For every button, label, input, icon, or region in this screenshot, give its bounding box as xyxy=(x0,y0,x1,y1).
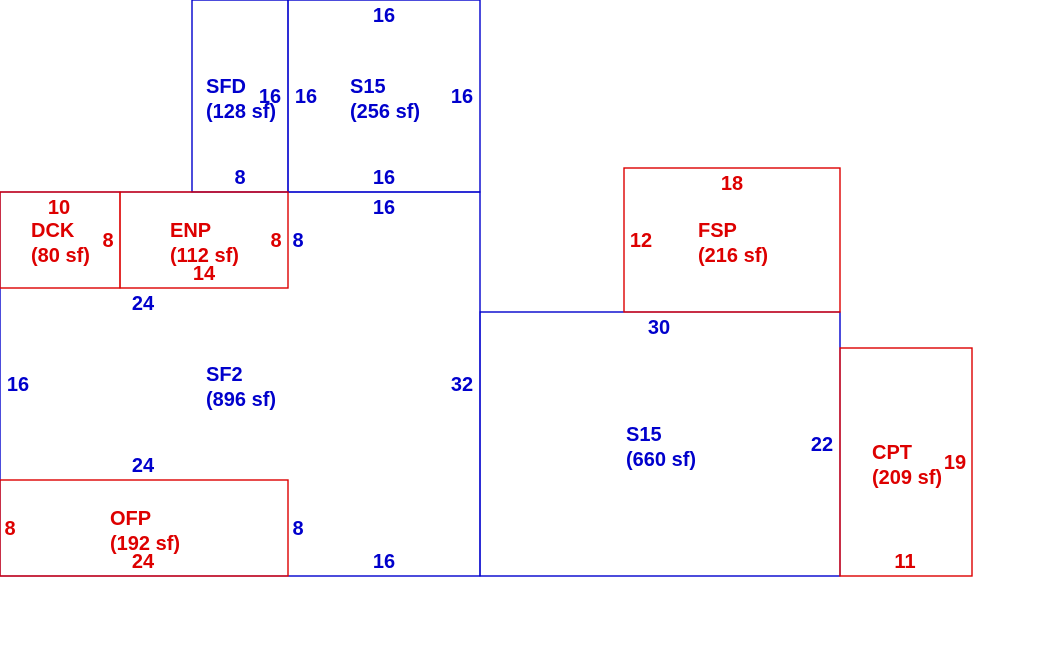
s15-top-area-label: (256 sf) xyxy=(350,101,420,123)
enp-bottom-dimension: 14 xyxy=(193,263,216,285)
dck-right-dimension: 8 xyxy=(102,230,113,252)
fsp-code-label: FSP xyxy=(698,220,737,242)
sf2-inner-bottom-dimension: 24 xyxy=(132,455,155,477)
s15-right-top-dimension: 30 xyxy=(648,317,670,339)
dck-top-dimension: 10 xyxy=(48,197,70,219)
sfd-area-label: (128 sf) xyxy=(206,101,276,123)
cpt-outline xyxy=(839,347,973,577)
s15-right-code-label: S15 xyxy=(626,424,662,446)
enp-outline xyxy=(119,191,289,289)
sf2-right-dimension: 32 xyxy=(451,374,473,396)
ofp-area-label: (192 sf) xyxy=(110,533,180,555)
sf2-top-dimension: 16 xyxy=(373,197,395,219)
sf2-code-label: SF2 xyxy=(206,364,243,386)
ofp-code-label: OFP xyxy=(110,508,151,530)
s15-right-area-label: (660 sf) xyxy=(626,449,696,471)
fsp-area-label: (216 sf) xyxy=(698,245,768,267)
fsp-left-dimension: 12 xyxy=(630,230,652,252)
sf2-upper-right-side-dimension: 8 xyxy=(292,230,303,252)
ofp-left-dimension: 8 xyxy=(4,518,15,540)
sf2-left-dimension: 16 xyxy=(7,374,29,396)
sf2-inner-top-dimension: 24 xyxy=(132,293,155,315)
sf2-area-label: (896 sf) xyxy=(206,389,276,411)
s15-top-top-dimension: 16 xyxy=(373,5,395,27)
sf2-bottom-dimension: 16 xyxy=(373,551,395,573)
s15-right-right-dimension: 22 xyxy=(811,434,833,456)
sfd-bottom-dimension: 8 xyxy=(234,167,245,189)
s15-top-code-label: S15 xyxy=(350,76,386,98)
fsp-top-dimension: 18 xyxy=(721,173,743,195)
enp-right-dimension: 8 xyxy=(270,230,281,252)
cpt-bottom-dimension: 11 xyxy=(894,551,915,573)
ofp-bottom-dimension: 24 xyxy=(132,551,155,573)
cpt-right-dimension: 19 xyxy=(944,452,966,474)
fsp-outline xyxy=(623,167,841,313)
enp-area-label: (112 sf) xyxy=(170,245,239,267)
enp-code-label: ENP xyxy=(170,220,211,242)
s15-top-right-dimension: 16 xyxy=(451,86,473,108)
sfd-code-label: SFD xyxy=(206,76,246,98)
dck-area-label: (80 sf) xyxy=(31,245,90,267)
cpt-area-label: (209 sf) xyxy=(872,467,942,489)
s15-top-bottom-dimension: 16 xyxy=(373,167,395,189)
cpt-code-label: CPT xyxy=(872,442,912,464)
s15-top-left-dimension: 16 xyxy=(295,86,317,108)
sf2-lower-right-side-dimension: 8 xyxy=(292,518,303,540)
sfd-left-dimension: 16 xyxy=(259,86,281,108)
ofp-outline xyxy=(0,479,289,577)
dck-code-label: DCK xyxy=(31,220,75,242)
